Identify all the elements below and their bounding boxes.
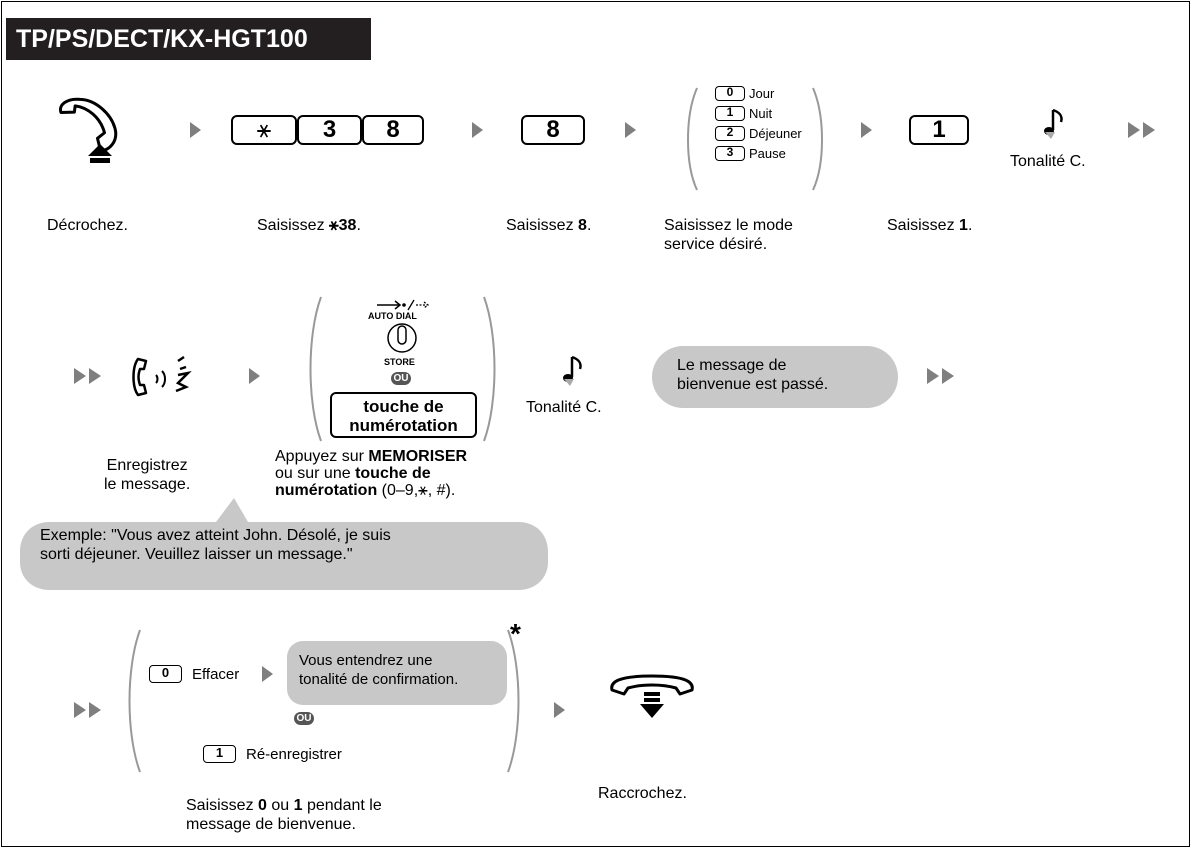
or-badge: OU <box>391 372 411 385</box>
speak-record-icon <box>132 355 192 397</box>
enter-8-label: Saisissez 8. <box>506 217 592 234</box>
store-button-icon <box>387 323 417 353</box>
hangup-label: Raccrochez. <box>598 785 687 802</box>
or-badge: OU <box>294 712 314 725</box>
confirmation-tone-bubble: Vous entendrez une tonalité de confirmat… <box>287 641 507 705</box>
continue-arrow <box>74 368 104 384</box>
mode-option-break: 3 Pause <box>715 146 802 161</box>
mode-name: Pause <box>749 146 786 161</box>
star-key: ⚹ <box>231 115 297 145</box>
asterisk-note: * <box>510 618 521 649</box>
example-message-text: Exemple: "Vous avez atteint John. Désolé… <box>40 527 391 563</box>
erase-label: Effacer <box>192 666 240 683</box>
mode-options: 0 Jour 1 Nuit 2 Déjeuner 3 Pause <box>715 86 802 161</box>
record-message-label: Enregistrez le message. <box>104 457 191 493</box>
continue-arrow <box>927 368 957 384</box>
mode-key: 0 <box>715 86 745 101</box>
key-8-single: 8 <box>521 115 585 145</box>
onhook-handset-icon <box>610 674 694 718</box>
key-8: 8 <box>362 115 424 145</box>
enter-1-label: Saisissez 1. <box>887 217 973 234</box>
mode-option-day: 0 Jour <box>715 86 802 101</box>
dial-key-button: touche de numérotation <box>330 392 477 438</box>
step-arrow <box>472 122 483 138</box>
step-arrow <box>625 122 636 138</box>
rerecord-options-brackets <box>128 629 520 773</box>
mode-key: 3 <box>715 146 745 161</box>
mode-name: Jour <box>749 86 775 101</box>
step-arrow <box>861 122 872 138</box>
key-1-small: 1 <box>203 745 236 763</box>
mode-options-brackets <box>687 87 823 191</box>
mode-option-lunch: 2 Déjeuner <box>715 126 802 141</box>
key-3: 3 <box>297 115 362 145</box>
mode-name: Nuit <box>749 106 773 121</box>
dial-star38-label: Saisissez ⚹38. <box>257 217 361 234</box>
tone-label: Tonalité C. <box>1010 153 1086 170</box>
example-bubble-shape <box>20 498 548 590</box>
tone-note-icon <box>1044 108 1063 139</box>
continue-arrow <box>1128 122 1158 138</box>
offhook-label: Décrochez. <box>47 217 128 234</box>
enter-0-or-1-label: Saisissez 0 ou 1 pendant le message de b… <box>186 797 382 833</box>
greeting-played-bubble: Le message de bienvenue est passé. <box>652 346 898 408</box>
step-arrow <box>262 666 273 682</box>
mode-key: 2 <box>715 126 745 141</box>
mode-name: Déjeuner <box>749 126 802 141</box>
key-sequence-star38: ⚹ 3 8 <box>231 115 424 145</box>
autodial-arrows-icon <box>377 299 430 311</box>
store-options-brackets <box>309 296 496 442</box>
key-1-single: 1 <box>909 115 969 145</box>
step-arrow <box>249 368 260 384</box>
store-label: STORE <box>384 357 415 367</box>
key-0-small: 0 <box>149 665 182 683</box>
rerecord-label: Ré-enregistrer <box>246 746 342 763</box>
mode-select-label: Saisissez le mode service désiré. <box>664 217 793 253</box>
step-arrow <box>190 122 201 138</box>
mode-option-night: 1 Nuit <box>715 106 802 121</box>
step-arrow <box>554 702 565 718</box>
autodial-label: AUTO DIAL <box>368 311 417 321</box>
press-store-label: Appuyez sur MEMORISER ou sur une touche … <box>275 448 468 499</box>
tone-label: Tonalité C. <box>526 399 602 416</box>
tone-note-icon <box>563 355 582 386</box>
continue-arrow <box>74 702 104 718</box>
offhook-handset-icon <box>59 97 118 163</box>
mode-key: 1 <box>715 106 745 121</box>
page-title: TP/PS/DECT/KX-HGT100 <box>6 18 371 60</box>
